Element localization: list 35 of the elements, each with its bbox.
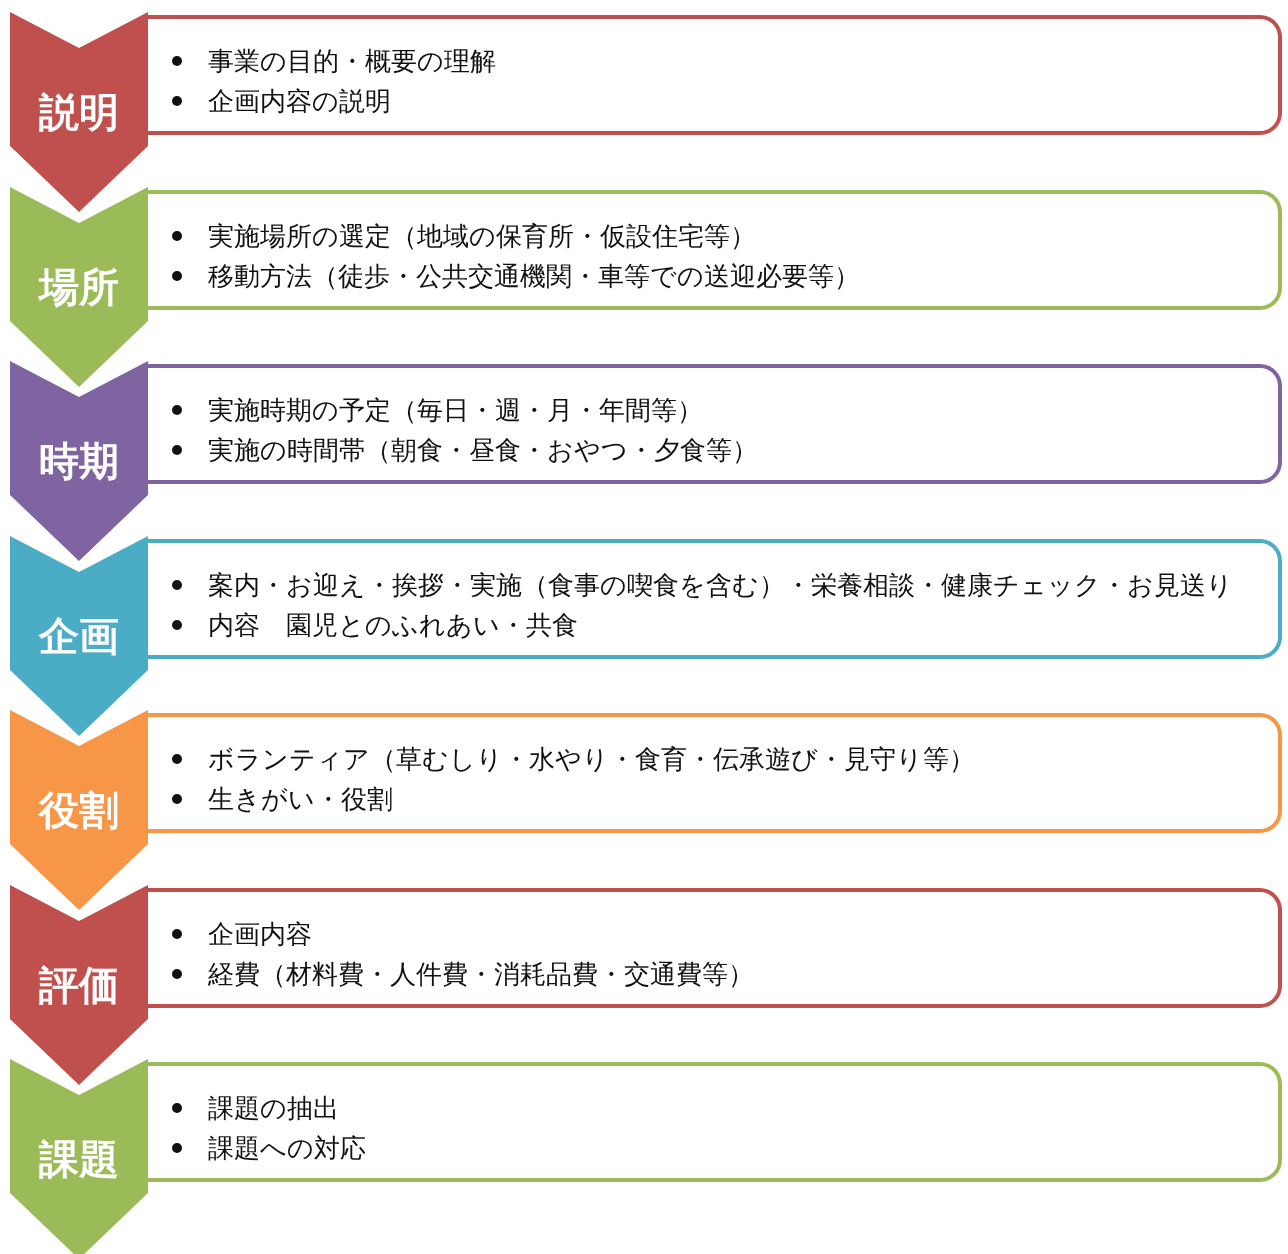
chevron-step — [10, 535, 148, 736]
bullet-text: 生きがい・役割 — [208, 783, 393, 816]
step-label: 企画 — [37, 611, 120, 660]
chevron-step — [10, 361, 148, 561]
bullet-text: 企画内容 — [208, 917, 312, 951]
bullet-text: 移動方法（徒歩・公共交通機関・車等での送迎必要等） — [208, 259, 860, 293]
bullet-text: 案内・お迎え・挨拶・実施（食事の喫食を含む）・栄養相談・健康チェック・お見送り — [208, 568, 1233, 602]
step-detail-box — [148, 538, 1282, 659]
chevron-step — [10, 1059, 148, 1254]
step-detail-box — [148, 713, 1282, 833]
step-label: 時期 — [38, 437, 120, 485]
step-detail-box — [148, 887, 1282, 1008]
bullet-text: 実施場所の選定（地域の保育所・仮設住宅等） — [208, 219, 756, 253]
bullet-text: 課題への対応 — [208, 1132, 366, 1165]
bullet-text: 企画内容の説明 — [208, 85, 391, 118]
chevron-step — [10, 186, 148, 387]
step-label: 評価 — [37, 960, 120, 1009]
step-detail-box — [148, 364, 1282, 484]
step-label: 説明 — [37, 88, 120, 136]
bullet-text: 事業の目的・概要の理解 — [208, 45, 496, 78]
bullet-text: 実施時期の予定（毎日・週・月・年間等） — [208, 394, 703, 427]
chevron-step — [10, 12, 148, 212]
bullet-text: ボランティア（草むしり・水やり・食育・伝承遊び・見守り等） — [208, 743, 975, 776]
step-detail-box — [148, 15, 1282, 135]
step-label: 場所 — [37, 262, 120, 311]
step-detail-box — [148, 189, 1282, 310]
bullet-text: 内容 園児とのふれあい・共食 — [208, 608, 578, 642]
step-label: 役割 — [37, 786, 120, 834]
bullet-text: 実施の時間帯（朝食・昼食・おやつ・夕食等） — [208, 434, 758, 467]
step-label: 課題 — [37, 1135, 120, 1183]
chevron-step — [10, 884, 148, 1085]
chevron-step — [10, 710, 148, 910]
bullet-text: 課題の抽出 — [208, 1092, 339, 1125]
step-detail-box — [148, 1062, 1282, 1182]
bullet-text: 経費（材料費・人件費・消耗品費・交通費等） — [208, 957, 754, 991]
